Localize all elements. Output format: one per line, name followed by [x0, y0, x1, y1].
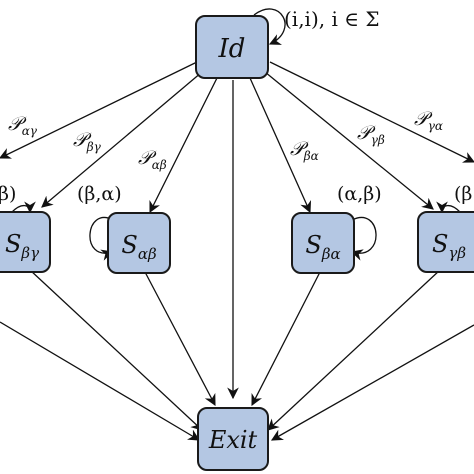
- self-loop-label-s-ab: (β,α): [77, 183, 122, 205]
- edge-id-to-s-ba: [249, 77, 312, 214]
- node-s-bg-base: S: [5, 230, 21, 258]
- node-s-ba-base: S: [305, 231, 321, 259]
- svg-text:Sβγ: Sβγ: [5, 230, 39, 262]
- edge-label-p-gb-sub: γβ: [371, 133, 385, 147]
- node-s-ba-sub: βα: [321, 245, 341, 263]
- node-s-gb-sub: γβ: [448, 244, 466, 262]
- self-loop-label-s-bg-partial: β): [0, 183, 16, 205]
- edge-label-p-ag-sub: αγ: [22, 124, 38, 138]
- edge-left-offscreen-to-exit: [0, 321, 201, 441]
- svg-text:Sγβ: Sγβ: [432, 230, 466, 262]
- node-s-ab-sub: αβ: [138, 245, 157, 263]
- node-s-ba: Sβα: [291, 212, 355, 274]
- svg-text:𝒫γα: 𝒫γα: [414, 108, 443, 133]
- svg-text:𝒫αβ: 𝒫αβ: [138, 147, 167, 172]
- self-loop-label-id: (i,i), i ∈ Σ: [284, 7, 380, 31]
- node-s-gb-base: S: [432, 230, 448, 258]
- edge-s-ba-to-exit: [251, 271, 321, 407]
- edge-id-to-s-gb: [264, 71, 434, 210]
- edge-s-ab-to-exit: [144, 271, 216, 407]
- node-s-ab-base: S: [121, 231, 137, 259]
- self-loop-s-ab: [89, 217, 114, 261]
- node-s-gb: Sγβ: [417, 211, 474, 273]
- svg-text:𝒫γβ: 𝒫γβ: [357, 122, 385, 147]
- edge-right-offscreen-to-exit: [270, 324, 474, 441]
- self-loop-id: [253, 8, 286, 45]
- edge-s-gb-to-exit: [267, 269, 441, 431]
- edge-id-to-right-offscreen: [269, 61, 474, 163]
- edge-id-to-left-offscreen: [0, 61, 198, 159]
- node-s-bg: Sβγ: [0, 211, 51, 273]
- edge-label-p-ab-sub: αβ: [152, 158, 167, 172]
- self-loop-s-gb: [436, 201, 461, 214]
- edges-to-exit: [0, 269, 474, 441]
- node-s-ab: Sαβ: [107, 212, 171, 274]
- edge-label-p-ba-sub: βα: [303, 149, 319, 163]
- self-loop-label-s-gb-partial: (β: [454, 183, 472, 205]
- self-loop-s-bg: [11, 201, 36, 214]
- node-id-label: Id: [218, 34, 246, 64]
- svg-text:𝒫βγ: 𝒫βγ: [73, 129, 102, 154]
- node-s-bg-sub: βγ: [20, 244, 39, 262]
- edge-id-to-s-bg: [41, 71, 203, 208]
- svg-text:𝒫βα: 𝒫βα: [290, 138, 319, 163]
- svg-text:𝒫αγ: 𝒫αγ: [8, 113, 38, 138]
- edge-label-p-bg-sub: βγ: [86, 140, 102, 154]
- node-exit: Exit: [197, 407, 269, 471]
- edge-label-p-ga-sub: γα: [428, 119, 443, 133]
- svg-text:Sβα: Sβα: [305, 231, 340, 263]
- self-loop-s-ba: [350, 217, 377, 261]
- edge-id-to-s-ab: [149, 77, 218, 214]
- edges-from-id: [0, 61, 474, 400]
- self-loops: [11, 8, 461, 261]
- self-loop-label-s-ba: (α,β): [337, 183, 382, 205]
- node-exit-label: Exit: [208, 426, 258, 454]
- node-id: Id: [195, 15, 269, 79]
- edge-s-bg-to-exit: [29, 269, 203, 431]
- svg-text:Sαβ: Sαβ: [121, 231, 157, 263]
